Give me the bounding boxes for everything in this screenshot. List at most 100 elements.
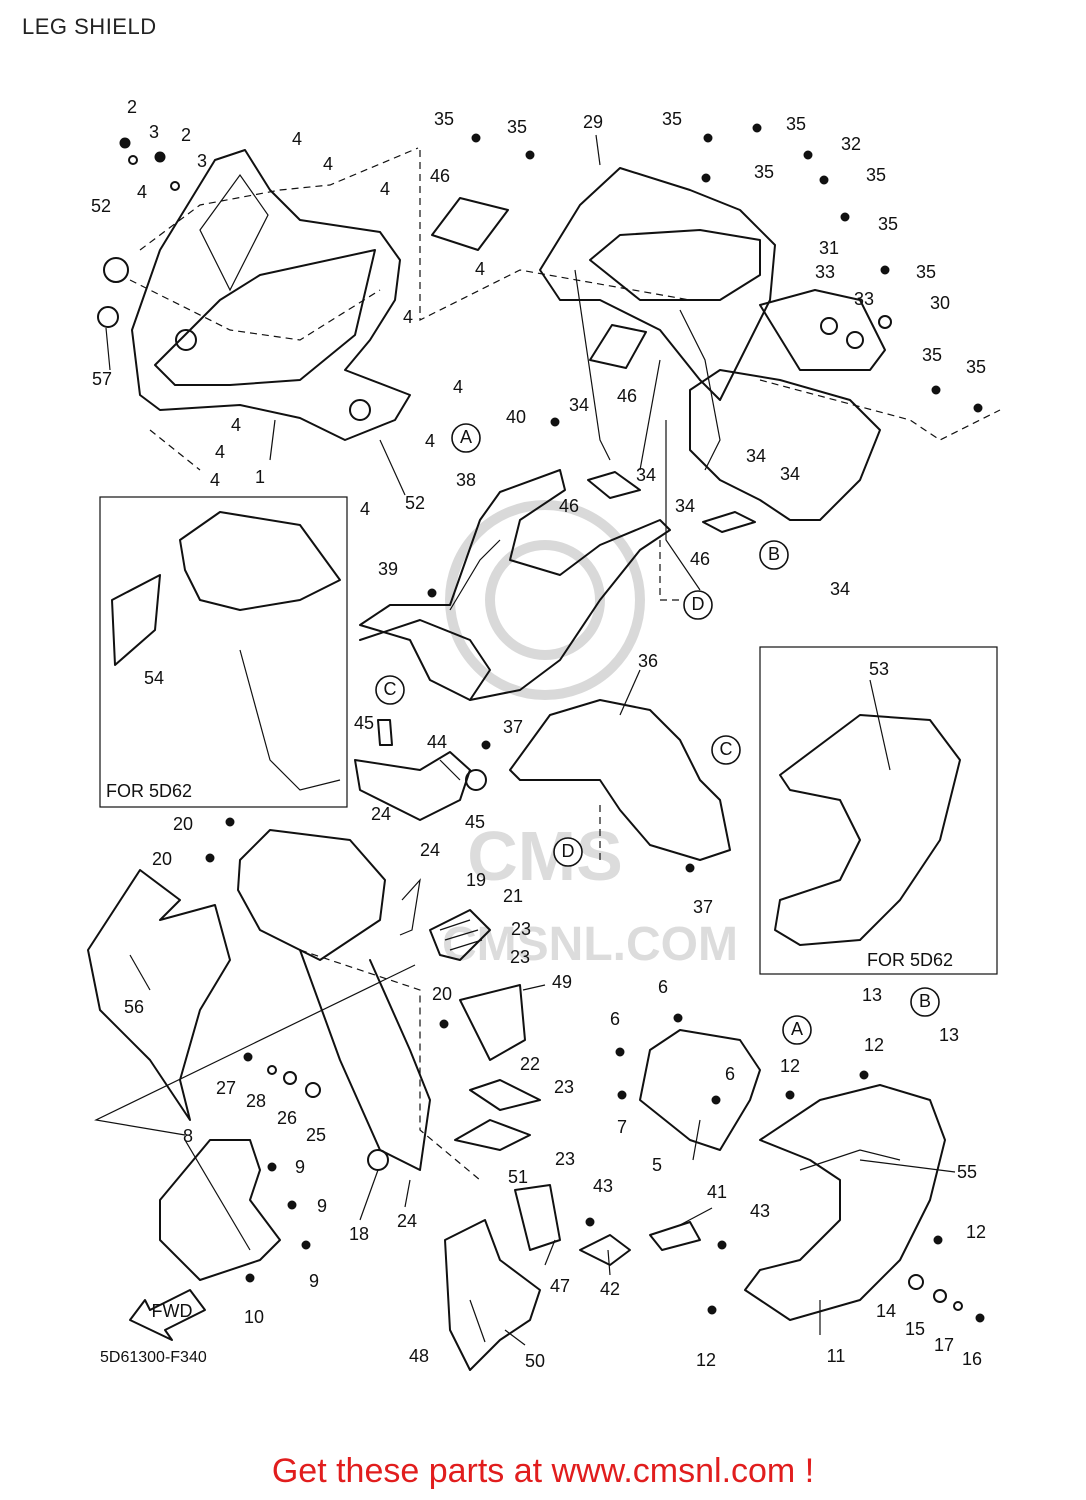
lower-cover-48-50 [444,984,561,1371]
ref-marker-a-2: A [791,1019,803,1039]
fwd-arrow: FWD [129,1289,206,1341]
part-label-14: 14 [876,1301,896,1321]
part-label-4-10: 4 [210,470,220,490]
part-label-33-2: 33 [854,289,874,309]
part-label-48: 48 [409,1346,429,1366]
footer-cta[interactable]: Get these parts at www.cmsnl.com ! [271,1452,815,1490]
side-bracket-5 [639,1029,761,1151]
side-cover-8 [159,1139,281,1281]
diagram-code: 5D61300-F340 [100,1349,207,1366]
part-label-53: 53 [869,659,889,679]
part-label-4: 4 [292,129,302,149]
part-label-35-3: 35 [662,109,682,129]
part-label-39: 39 [378,559,398,579]
part-label-31: 31 [819,238,839,258]
part-label-34-2: 34 [636,465,656,485]
duct-44 [354,719,487,821]
leader-lines [94,134,1001,1346]
part-label-17: 17 [934,1335,954,1355]
part-label-20-3: 20 [432,984,452,1004]
part-label-5: 5 [652,1155,662,1175]
part-label-41: 41 [707,1182,727,1202]
part-label-3-2: 3 [197,151,207,171]
part-label-4-4: 4 [380,179,390,199]
part-label-1: 1 [255,467,265,487]
part-label-11: 11 [827,1346,846,1366]
reference-markers: A B C D C D A B [375,423,940,1045]
part-label-34-4: 34 [746,446,766,466]
part-label-44: 44 [427,732,447,752]
part-label-2: 2 [127,97,137,117]
grille-21 [399,878,491,961]
inset-box-5d62-left: FOR 5D62 [99,496,348,808]
part-label-24: 24 [371,804,391,824]
sticker-parts [431,197,756,533]
fwd-arrow-text: FWD [152,1301,193,1321]
part-label-13-2: 13 [939,1025,959,1045]
part-label-27: 27 [216,1078,236,1098]
part-label-19: 19 [466,870,486,890]
part-label-52-2: 52 [405,493,425,513]
part-label-45: 45 [354,713,374,733]
part-label-23-3: 23 [554,1077,574,1097]
part-label-23: 23 [511,919,531,939]
part-label-4-8: 4 [231,415,241,435]
part-label-37: 37 [503,717,523,737]
part-label-56: 56 [124,997,144,1017]
watermark: CMS CMSNL.COM [442,500,738,971]
part-label-34-3: 34 [675,496,695,516]
part-label-35-2: 35 [507,117,527,137]
part-label-24-3: 24 [397,1211,417,1231]
part-label-54: 54 [144,668,164,688]
brackets-41-42 [579,1221,701,1266]
part-label-46-4: 46 [690,549,710,569]
inner-cover-36 [509,699,731,861]
part-label-46-2: 46 [617,386,637,406]
ref-marker-d: D [692,594,705,614]
part-label-38: 38 [456,470,476,490]
watermark-text: CMSNL.COM [442,918,738,971]
part-label-33: 33 [815,262,835,282]
part-label-23-2: 23 [510,947,530,967]
part-label-22: 22 [520,1054,540,1074]
ref-marker-d-2: D [562,841,575,861]
part-label-4-6: 4 [403,307,413,327]
part-label-50: 50 [525,1351,545,1371]
part-label-35-4: 35 [786,114,806,134]
inset-caption-left: FOR 5D62 [106,781,192,801]
part-label-24-2: 24 [420,840,440,860]
part-label-42: 42 [600,1279,620,1299]
part-label-43-2: 43 [750,1201,770,1221]
part-label-35-5: 35 [754,162,774,182]
part-label-4-5: 4 [475,259,485,279]
part-label-34-6: 34 [830,579,850,599]
part-label-18: 18 [349,1224,369,1244]
part-label-23-4: 23 [555,1149,575,1169]
part-label-12-4: 12 [696,1350,716,1370]
part-label-29: 29 [583,112,603,132]
part-label-9: 9 [295,1157,305,1177]
part-label-49: 49 [552,972,572,992]
part-label-21: 21 [503,886,523,906]
part-label-26: 26 [277,1108,297,1128]
part-label-35-7: 35 [878,214,898,234]
part-label-35-10: 35 [966,357,986,377]
part-label-6-2: 6 [610,1009,620,1029]
part-label-43: 43 [593,1176,613,1196]
ref-marker-a: A [460,427,472,447]
ref-marker-b: B [768,544,780,564]
part-label-4-2: 4 [323,154,333,174]
part-label-46: 46 [430,166,450,186]
inset-caption-right: FOR 5D62 [867,950,953,970]
part-label-4-12: 4 [360,499,370,519]
part-label-51: 51 [508,1167,528,1187]
svg-text:CMS: CMS [467,817,623,895]
part-label-35: 35 [434,109,454,129]
part-label-55: 55 [957,1162,977,1182]
part-label-4-3: 4 [137,182,147,202]
part-label-45-2: 45 [465,812,485,832]
part-label-34-5: 34 [780,464,800,484]
part-label-36: 36 [638,651,658,671]
ref-marker-b-2: B [919,991,931,1011]
